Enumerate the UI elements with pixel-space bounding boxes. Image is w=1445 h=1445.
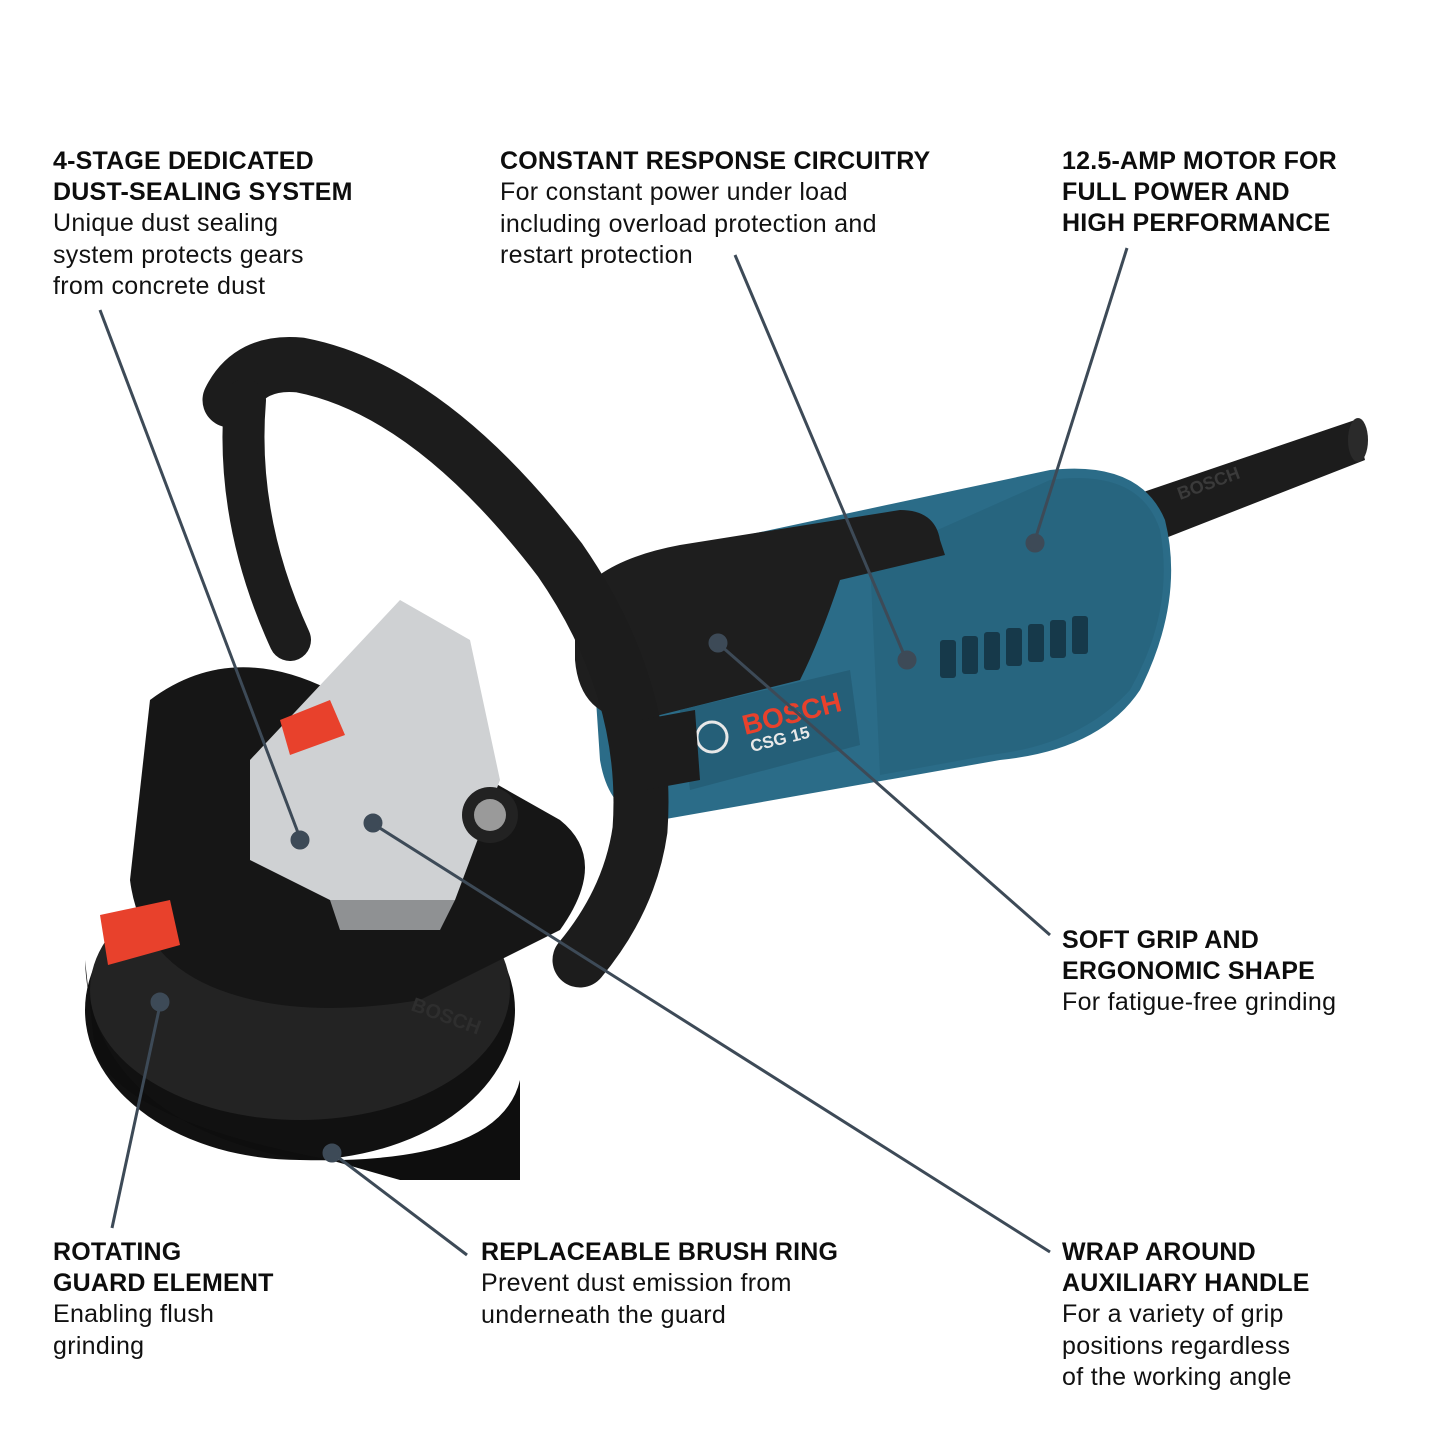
callout-motor: 12.5-AMP MOTOR FOR FULL POWER AND HIGH P… (1062, 146, 1392, 239)
callout-description: Enabling flush grinding (53, 1300, 215, 1360)
callout-description: Prevent dust emission from underneath th… (481, 1269, 792, 1329)
leader-lines (98, 247, 1129, 1257)
callout-title: REPLACEABLE BRUSH RING (481, 1238, 839, 1266)
callout-rotating-guard: ROTATING GUARD ELEMENT Enabling flush gr… (53, 1237, 353, 1362)
callout-soft-grip: SOFT GRIP AND ERGONOMIC SHAPE For fatigu… (1062, 925, 1392, 1019)
motor-housing: BOSCH CSG 15 (575, 468, 1172, 820)
callout-dust-sealing: 4-STAGE DEDICATED DUST-SEALING SYSTEM Un… (53, 146, 413, 303)
gear-housing (250, 600, 518, 930)
callout-description: For fatigue-free grinding (1062, 988, 1337, 1016)
callout-title: ROTATING GUARD ELEMENT (53, 1238, 274, 1297)
callout-title: WRAP AROUND AUXILIARY HANDLE (1062, 1238, 1310, 1297)
callout-title: 4-STAGE DEDICATED DUST-SEALING SYSTEM (53, 147, 353, 206)
cooling-vents (940, 616, 1088, 678)
callout-constant-response: CONSTANT RESPONSE CIRCUITRY For constant… (500, 146, 960, 272)
callout-title: 12.5-AMP MOTOR FOR FULL POWER AND HIGH P… (1062, 147, 1337, 237)
callout-description: For a variety of grip positions regardle… (1062, 1300, 1292, 1391)
soft-grip (575, 510, 945, 720)
callout-brush-ring: REPLACEABLE BRUSH RING Prevent dust emis… (481, 1237, 881, 1331)
auxiliary-handle (202, 336, 700, 988)
callout-title: SOFT GRIP AND ERGONOMIC SHAPE (1062, 926, 1316, 985)
callout-aux-handle: WRAP AROUND AUXILIARY HANDLE For a varie… (1062, 1237, 1392, 1394)
callout-description: For constant power under load including … (500, 178, 877, 269)
callout-description: Unique dust sealing system protects gear… (53, 209, 304, 300)
power-cord: BOSCH (1120, 418, 1368, 548)
callout-title: CONSTANT RESPONSE CIRCUITRY (500, 147, 931, 175)
guard-latch (100, 900, 180, 965)
